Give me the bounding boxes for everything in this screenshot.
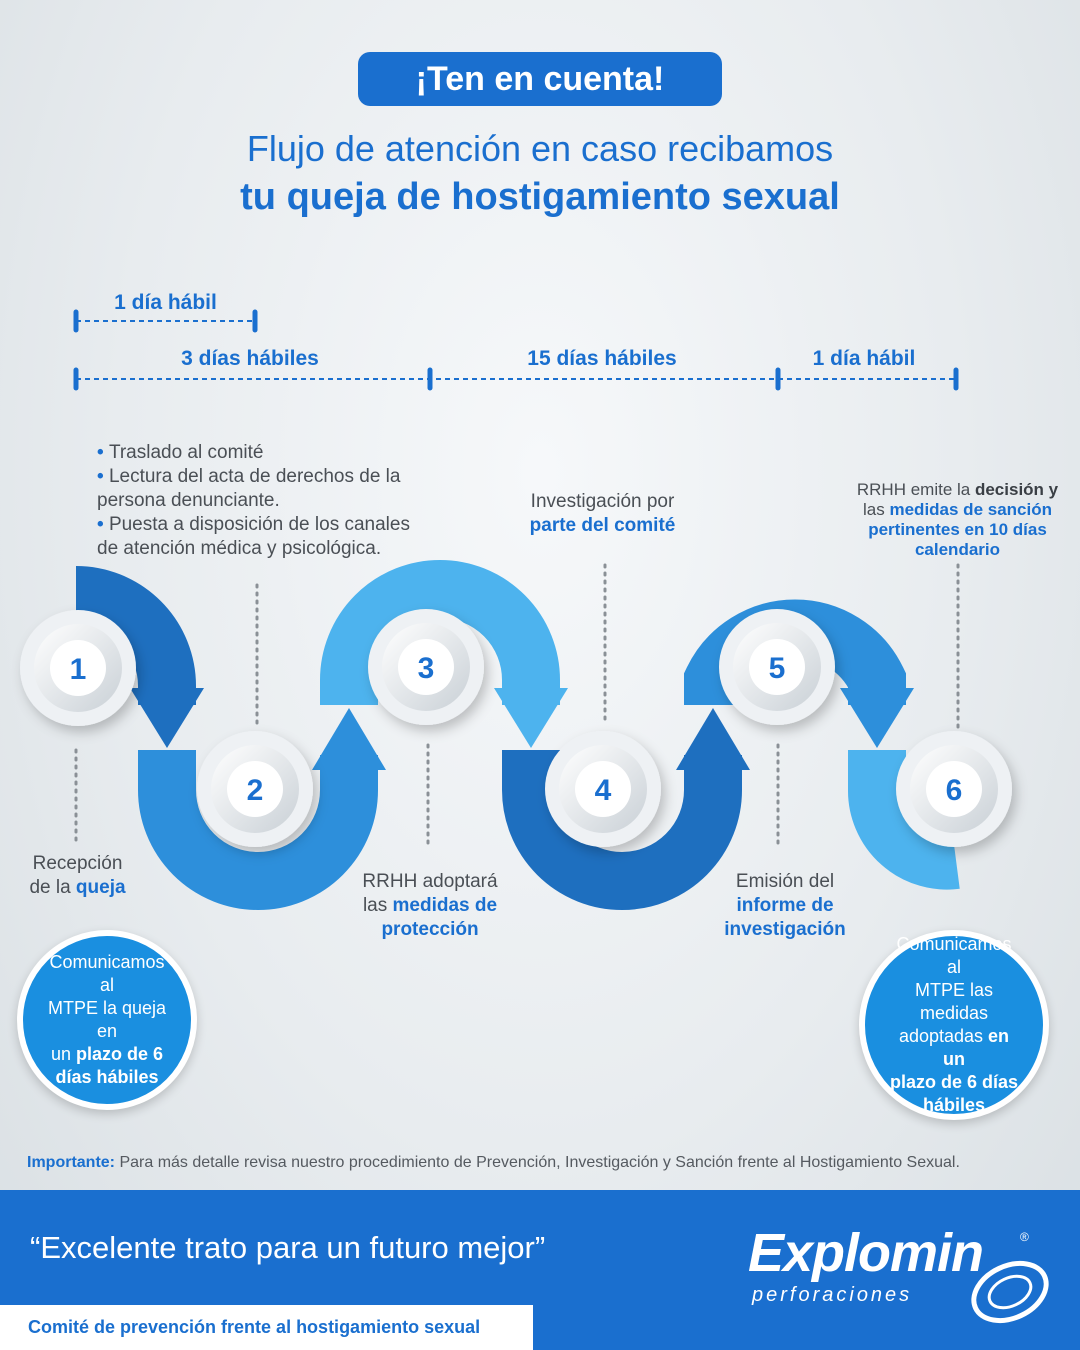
ribbon-1 xyxy=(74,566,196,705)
arrow-up-2 xyxy=(312,708,386,770)
header-badge: ¡Ten en cuenta! xyxy=(358,52,722,106)
step5-label: Emisión del informe de investigación xyxy=(724,871,846,940)
ribbon-3 xyxy=(320,560,560,705)
flow-diagram: 1 2 3 4 5 6 xyxy=(20,560,1012,910)
circle-left-notice: Comunicamos al MTPE la queja en un plazo… xyxy=(17,930,197,1110)
step-circle-6: 6 xyxy=(896,731,1012,847)
step6-label: RRHH emite la decisión y las medidas de … xyxy=(856,480,1059,559)
step4-label: Investigación por parte del comité xyxy=(529,491,676,536)
timeline-label-top: 1 día hábil xyxy=(114,291,217,314)
logo-subtitle: perforaciones xyxy=(752,1284,913,1306)
committee-label: Comité de prevención frente al hostigami… xyxy=(0,1305,533,1350)
arrow-down-5 xyxy=(840,688,914,748)
timeline-label-seg1: 3 días hábiles xyxy=(181,347,319,370)
ribbon-6 xyxy=(847,750,960,890)
leader-lines xyxy=(74,563,960,847)
step1-label: Recepción de la queja xyxy=(29,853,126,898)
svg-text:5: 5 xyxy=(769,652,786,685)
circle-right-notice: Comunicamos al MTPE las medidas adoptada… xyxy=(859,930,1049,1120)
timeline-label-seg2: 15 días hábiles xyxy=(527,347,677,370)
step-circle-4: 4 xyxy=(545,731,661,847)
step-circle-2: 2 xyxy=(197,731,313,847)
svg-text:4: 4 xyxy=(595,774,612,807)
step3-label: RRHH adoptará las medidas de protección xyxy=(362,871,498,940)
step-circle-5: 5 xyxy=(719,609,835,725)
svg-text:2: 2 xyxy=(247,774,264,807)
step2-bullets: • Traslado al comité • Lectura del acta … xyxy=(97,442,410,559)
step-circle-3: 3 xyxy=(368,609,484,725)
step-circle-1: 1 xyxy=(20,610,136,726)
logo-swoosh-icon xyxy=(971,1260,1049,1324)
arrow-up-4 xyxy=(676,708,750,770)
ribbon-4 xyxy=(502,750,742,910)
explomin-logo: Explomin xyxy=(748,1223,984,1283)
logo-registered-mark: ® xyxy=(1020,1230,1029,1244)
ribbon-2 xyxy=(138,750,378,910)
timeline-lines xyxy=(73,309,959,391)
svg-text:6: 6 xyxy=(946,774,963,807)
svg-text:1: 1 xyxy=(70,653,87,686)
arrow-down-1 xyxy=(130,688,204,748)
arrow-down-3 xyxy=(494,688,568,748)
svg-text:3: 3 xyxy=(418,652,435,685)
title-line-2: tu queja de hostigamiento sexual xyxy=(240,176,840,218)
title-line-1: Flujo de atención en caso recibamos xyxy=(246,128,834,169)
important-note: Importante: Para más detalle revisa nues… xyxy=(27,1154,960,1171)
timeline-label-seg3: 1 día hábil xyxy=(812,347,916,370)
slogan: “Excelente trato para un futuro mejor” xyxy=(30,1230,546,1265)
